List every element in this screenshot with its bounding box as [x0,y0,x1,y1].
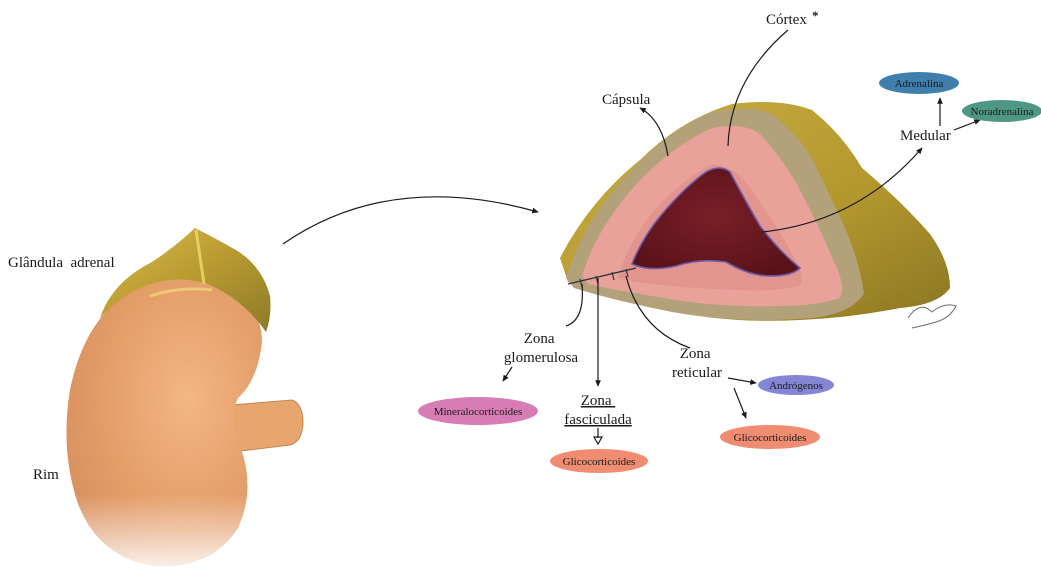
cortex-asterisk: * [812,8,819,23]
fasciculata-hollow-arrow [594,428,602,444]
kidney-illustration [66,228,303,566]
kidney-label: Rim [33,467,59,483]
noradrenaline-pill: Noradrenalina [962,100,1041,122]
adrenaline-pill: Adrenalina [879,72,959,94]
zona-reticular-label: Zona reticular [672,346,722,381]
svg-text:Andrógenos: Andrógenos [769,380,823,392]
glomerulosa-leader [566,284,582,326]
svg-text:Mineralocorticoides: Mineralocorticoides [434,406,523,418]
reticular-to-androgens [728,378,756,383]
svg-text:Glicocorticoides: Glicocorticoides [563,456,636,468]
glomerulosa-arrow [503,367,512,381]
svg-text:Glicocorticoides: Glicocorticoides [734,432,807,444]
androgens-pill: Andrógenos [758,375,834,395]
glucocorticoids-fasciculata-pill: Glicocorticoides [550,449,648,473]
reticular-to-glucocorticoids [734,388,746,418]
zona-glomerulosa-label: Zona glomerulosa [504,331,578,366]
magnify-arrow [283,197,538,244]
glucocorticoids-reticular-pill: Glicocorticoides [720,425,820,449]
renal-hilum [232,400,303,452]
medulla-to-noradrenaline [954,120,980,130]
medulla-label: Medular [900,128,951,144]
adrenal-section [560,102,950,321]
svg-text:Adrenalina: Adrenalina [895,78,944,90]
cortex-label: Córtex [766,12,807,28]
kidney-fade [66,278,262,566]
artist-signature [908,305,956,328]
adrenal-gland-label: Glândula adrenal [8,255,115,271]
zona-fasciculada-label: Zona fasciculada [564,393,632,428]
svg-text:Noradrenalina: Noradrenalina [971,106,1034,118]
capsule-label: Cápsula [602,92,651,108]
mineralocorticoids-pill: Mineralocorticoides [418,397,538,425]
